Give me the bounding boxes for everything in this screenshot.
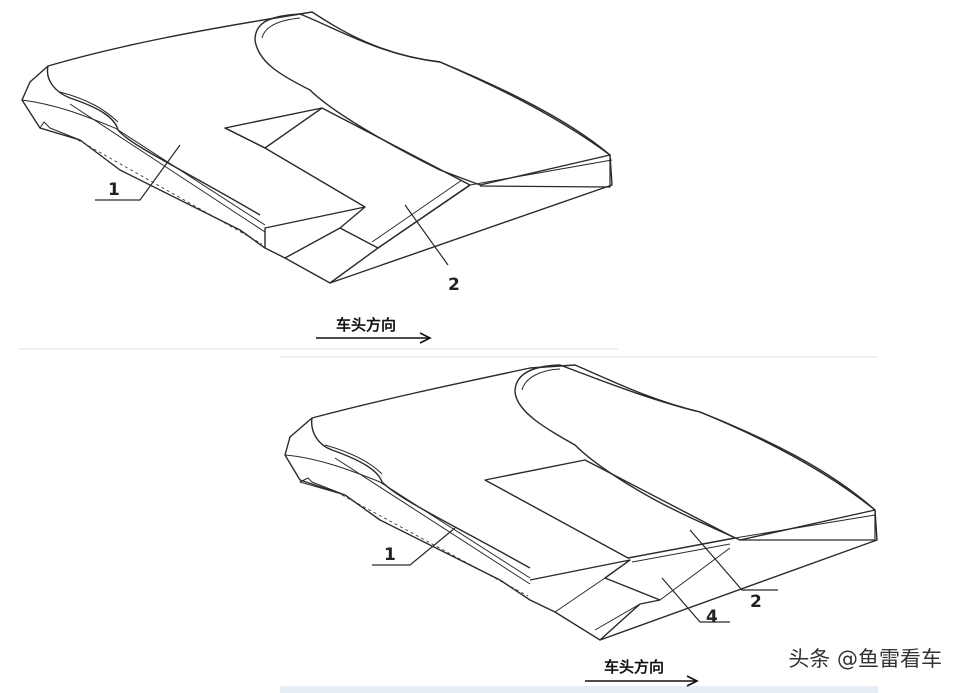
bottom-leader-1 — [372, 527, 456, 566]
top-view — [21, 11, 613, 284]
top-leader-2 — [404, 204, 449, 266]
bottom-view — [284, 364, 878, 641]
bottom-label-2: 2 — [750, 592, 762, 612]
bottom-spoiler-body — [284, 364, 878, 641]
top-front-edge — [46, 65, 261, 216]
top-label-2: 2 — [448, 275, 460, 295]
bottom-edge-bar — [280, 686, 878, 693]
top-direction-arrow — [316, 332, 432, 344]
bottom-leader-2 — [689, 529, 778, 591]
watermark: 头条 @鱼雷看车 — [788, 647, 942, 671]
bottom-leaders — [372, 527, 778, 623]
bottom-panel — [484, 459, 736, 559]
top-panel-opening — [224, 107, 471, 249]
bottom-front-edge — [311, 417, 531, 569]
top-spoiler-body — [21, 11, 613, 284]
bottom-direction-label: 车头方向 — [604, 658, 664, 676]
top-leader-1 — [95, 144, 181, 201]
bottom-direction-arrow — [585, 675, 699, 687]
top-view-divider — [18, 348, 618, 350]
top-label-1: 1 — [108, 180, 120, 200]
bottom-leader-4 — [661, 577, 730, 623]
bottom-label-4: 4 — [706, 607, 718, 627]
bottom-view-divider — [280, 356, 878, 358]
bottom-label-1: 1 — [384, 545, 396, 565]
bottom-rear-pod — [514, 364, 876, 541]
top-leaders — [95, 144, 449, 266]
bottom-part-4 — [529, 559, 661, 641]
top-direction-label: 车头方向 — [336, 316, 396, 334]
top-rear-pod — [254, 13, 611, 186]
